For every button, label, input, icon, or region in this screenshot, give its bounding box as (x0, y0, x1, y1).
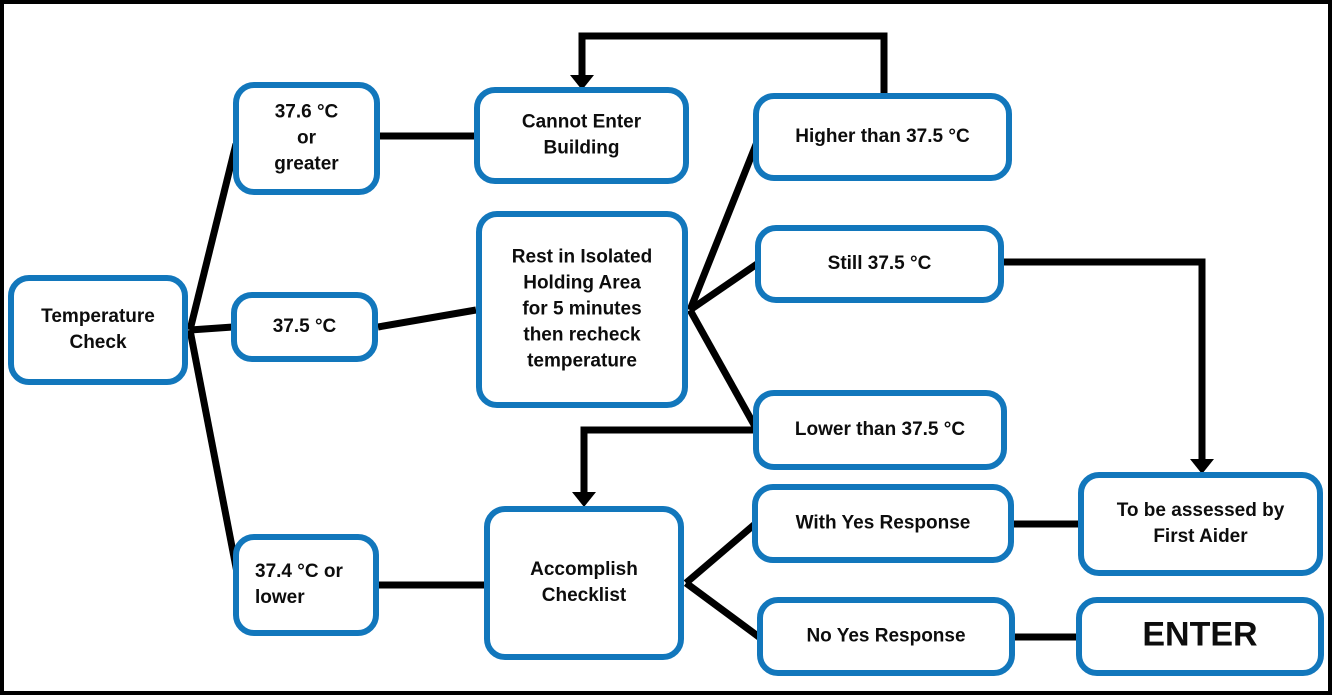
connector-still-to-first-aider (1004, 258, 1214, 474)
node-threshold-37-6-or-greater-box[interactable] (233, 82, 380, 195)
node-lower-than-37-5[interactable]: Lower than 37.5 °C (753, 390, 1007, 470)
node-cannot-enter-building-label-line: Cannot Enter (522, 112, 642, 133)
node-accomplish-checklist-box[interactable] (484, 506, 684, 660)
node-threshold-37-6-or-greater-label-line: 37.6 °C (275, 102, 339, 123)
connector-lower-to-checklist-line (580, 426, 753, 494)
connector-temp-check-to-37-4 (186, 329, 244, 589)
connector-higher-than-to-cannot-enter-line (578, 32, 888, 93)
node-lower-than-37-5-box[interactable] (753, 390, 1007, 470)
node-still-37-5-label-line: Still 37.5 °C (828, 253, 932, 274)
connector-lower-to-checklist (572, 426, 753, 507)
connector-temp-check-to-37-4-line (186, 329, 244, 589)
node-threshold-37-6-or-greater-label-line: or (297, 128, 317, 149)
node-higher-than-37-5-box[interactable] (753, 93, 1012, 181)
node-enter-result-label-line: ENTER (1142, 615, 1257, 653)
node-still-37-5-box[interactable] (755, 225, 1004, 303)
node-rest-in-isolated-holding-area-label-line: then recheck (523, 325, 641, 346)
connectors-layer (186, 32, 1214, 641)
connector-rest-to-lower-line (686, 308, 761, 432)
node-threshold-37-5[interactable]: 37.5 °C (231, 292, 378, 362)
connector-temp-check-to-37-6 (186, 143, 240, 331)
node-no-yes-response-label-line: No Yes Response (806, 626, 965, 647)
node-with-yes-response-label: With Yes Response (796, 513, 971, 534)
node-rest-in-isolated-holding-area-box[interactable] (476, 211, 688, 408)
connector-rest-to-still (688, 261, 759, 313)
connector-still-to-first-aider-line (1004, 258, 1206, 461)
node-rest-in-isolated-holding-area-label-line: temperature (527, 351, 637, 372)
node-to-be-assessed-by-first-aider-label: To be assessed by First Aider (1117, 500, 1285, 547)
node-no-yes-response-box[interactable] (757, 597, 1015, 676)
node-threshold-37-4-or-lower-label-line: lower (255, 587, 305, 608)
node-still-37-5[interactable]: Still 37.5 °C (755, 225, 1004, 303)
node-threshold-37-5-box[interactable] (231, 292, 378, 362)
node-no-yes-response-label: No Yes Response (806, 626, 965, 647)
node-rest-in-isolated-holding-area-label-line: for 5 minutes (522, 299, 641, 320)
connector-temp-check-to-37-6-line (186, 143, 240, 331)
connector-temp-check-to-37-5-line (189, 323, 234, 334)
node-rest-in-isolated-holding-area-label-line: Rest in Isolated (512, 247, 652, 268)
connector-37-5-to-rest (377, 306, 477, 331)
node-cannot-enter-building-label-line: Building (544, 138, 620, 159)
node-higher-than-37-5[interactable]: Higher than 37.5 °C (753, 93, 1012, 181)
connector-rest-to-lower (686, 308, 761, 432)
node-lower-than-37-5-label-line: Lower than 37.5 °C (795, 419, 965, 440)
node-to-be-assessed-by-first-aider[interactable]: To be assessed by First Aider (1078, 472, 1323, 576)
node-higher-than-37-5-label: Higher than 37.5 °C (795, 126, 970, 147)
node-accomplish-checklist-label-line: Accomplish (530, 559, 638, 580)
node-enter-result[interactable]: ENTER (1076, 597, 1324, 676)
connector-checklist-to-with-yes-line (683, 521, 758, 586)
connector-checklist-to-no-yes-line (683, 580, 762, 640)
node-higher-than-37-5-label-line: Higher than 37.5 °C (795, 126, 970, 147)
connector-temp-check-to-37-5 (189, 323, 234, 334)
connector-higher-than-to-cannot-enter (570, 32, 888, 93)
connector-37-5-to-rest-line (377, 306, 477, 331)
node-rest-in-isolated-holding-area-label-line: Holding Area (523, 273, 641, 294)
connector-still-to-first-aider-arrowhead-icon (1190, 459, 1214, 474)
connector-higher-than-to-cannot-enter-arrowhead-icon (570, 75, 594, 90)
connector-rest-to-still-line (688, 261, 759, 313)
node-threshold-37-6-or-greater-label: 37.6 °C or greater (274, 102, 339, 175)
node-to-be-assessed-by-first-aider-label-line: First Aider (1153, 526, 1248, 547)
node-with-yes-response[interactable]: With Yes Response (752, 484, 1014, 563)
node-to-be-assessed-by-first-aider-box[interactable] (1078, 472, 1323, 576)
node-threshold-37-6-or-greater-label-line: greater (274, 154, 339, 175)
connector-rest-to-higher (686, 140, 761, 312)
node-temperature-check-box[interactable] (8, 275, 188, 385)
node-with-yes-response-box[interactable] (752, 484, 1014, 563)
node-to-be-assessed-by-first-aider-label-line: To be assessed by (1117, 500, 1285, 521)
node-enter-result-label: ENTER (1142, 615, 1257, 653)
connector-checklist-to-no-yes (683, 580, 762, 640)
node-threshold-37-4-or-lower-label-line: 37.4 °C or (255, 561, 343, 582)
node-threshold-37-4-or-lower[interactable]: 37.4 °C or lower (233, 534, 379, 636)
node-threshold-37-4-or-lower-box[interactable] (233, 534, 379, 636)
node-with-yes-response-label-line: With Yes Response (796, 513, 971, 534)
connector-lower-to-checklist-arrowhead-icon (572, 492, 596, 507)
node-enter-result-box[interactable] (1076, 597, 1324, 676)
connector-checklist-to-with-yes (683, 521, 758, 586)
node-temperature-check-label-line: Temperature (41, 306, 155, 327)
node-accomplish-checklist-label-line: Checklist (542, 585, 627, 606)
connector-rest-to-higher-line (686, 140, 761, 312)
node-threshold-37-6-or-greater[interactable]: 37.6 °C or greater (233, 82, 380, 195)
node-no-yes-response[interactable]: No Yes Response (757, 597, 1015, 676)
node-threshold-37-4-or-lower-label: 37.4 °C or lower (255, 561, 343, 608)
node-cannot-enter-building-box[interactable] (474, 87, 689, 184)
node-threshold-37-5-label: 37.5 °C (273, 316, 337, 337)
node-threshold-37-5-label-line: 37.5 °C (273, 316, 337, 337)
node-still-37-5-label: Still 37.5 °C (828, 253, 932, 274)
node-lower-than-37-5-label: Lower than 37.5 °C (795, 419, 965, 440)
node-temperature-check-label-line: Check (69, 332, 126, 353)
